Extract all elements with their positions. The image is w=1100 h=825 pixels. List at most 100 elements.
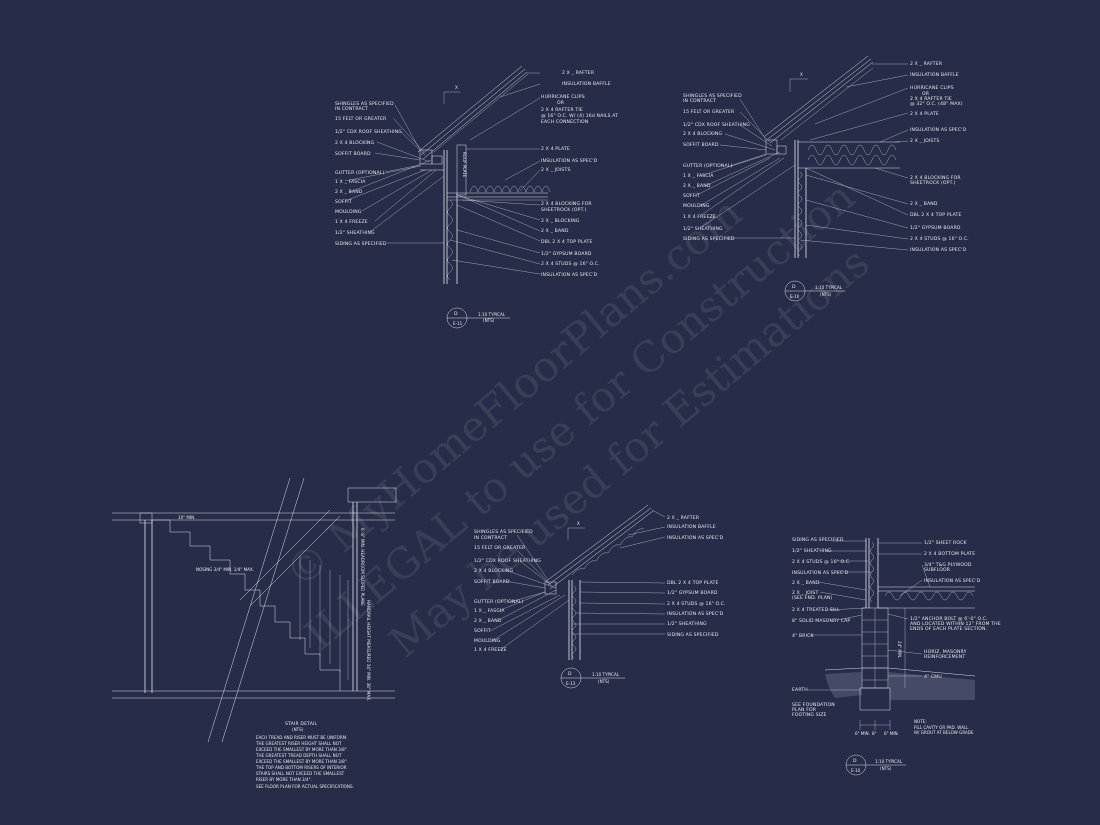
label: IN CONTRACT — [335, 106, 368, 112]
svg-text:2 X 4 BLOCKING: 2 X 4 BLOCKING — [683, 131, 722, 137]
svg-text:SOFFIT: SOFFIT — [683, 193, 700, 199]
labels-right: 1/2" SHEET ROCK 2 X 4 BOTTOM PLATE 3/4" … — [910, 540, 1001, 680]
detail-eave-top-right: X SHINGLES AS SPECIFIED IN CONTRACT 15 F… — [683, 55, 969, 302]
svg-text:2 X _ BAND: 2 X _ BAND — [474, 618, 502, 624]
svg-text:THE GREATEST RISER HEIGHT SHAL: THE GREATEST RISER HEIGHT SHALL NOT — [255, 741, 342, 746]
foundation-note: NOTE: FILL CAVITY OR PAD. WALL W/ GROUT … — [914, 719, 974, 735]
label: 1/2" GYPSUM BOARD — [541, 251, 592, 257]
svg-text:INSULATION AS SPEC'D: INSULATION AS SPEC'D — [792, 570, 849, 576]
svg-text:(SEE FND. PLAN): (SEE FND. PLAN) — [792, 595, 833, 601]
svg-text:1/2" CDX ROOF SHEATHING: 1/2" CDX ROOF SHEATHING — [683, 122, 750, 128]
label: 2 X _ BAND — [541, 228, 569, 234]
svg-text:INSULATION BAFFLE: INSULATION BAFFLE — [910, 72, 959, 78]
headroom-dim: 6'-8" MIN. HEADROOM SLOPED PLANE — [360, 528, 365, 606]
svg-text:E-13: E-13 — [566, 681, 576, 686]
svg-text:4" BRICK: 4" BRICK — [792, 633, 814, 639]
svg-text:MOULDING: MOULDING — [683, 203, 710, 209]
svg-text:2 X _ BAND: 2 X _ BAND — [910, 201, 938, 207]
svg-text:HORIZ. MASONRY: HORIZ. MASONRY — [924, 649, 967, 655]
detail-callout: D E-10 1:10 TYPICAL (NTS) — [845, 754, 906, 776]
svg-text:1/2" SHEATHING: 1/2" SHEATHING — [667, 621, 707, 627]
svg-text:1/2" CDX ROOF SHEATHING: 1/2" CDX ROOF SHEATHING — [474, 558, 541, 564]
svg-text:1 X _ FASCIA: 1 X _ FASCIA — [474, 608, 505, 614]
label: 15 FELT OR GREATER — [335, 116, 387, 122]
svg-text:E-11: E-11 — [453, 321, 463, 326]
svg-text:SHINGLES AS SPECIFIED: SHINGLES AS SPECIFIED — [474, 529, 533, 535]
label: 2 X 4 RAFTER TIE — [541, 107, 583, 113]
detail-eave-bottom-middle: X SHINGLES AS SPECIFIED IN CONTRACT 15 F… — [474, 504, 726, 689]
svg-text:DBL 2 X 4 TOP PLATE: DBL 2 X 4 TOP PLATE — [667, 580, 719, 586]
svg-text:1/2" GYPSUM BOARD: 1/2" GYPSUM BOARD — [910, 225, 961, 231]
svg-text:2 X 4 TREATED SILL: 2 X 4 TREATED SILL — [792, 607, 840, 613]
label: 2 X _ RAFTER — [562, 70, 595, 76]
svg-text:INSULATION AS SPEC'D: INSULATION AS SPEC'D — [910, 127, 967, 133]
svg-text:2 X _ RAFTER: 2 X _ RAFTER — [667, 515, 700, 521]
svg-text:NOTE:: NOTE: — [914, 719, 927, 724]
svg-text:15 FELT OR GREATER: 15 FELT OR GREATER — [683, 109, 735, 115]
svg-text:AND LOCATED WITHIN 12" FROM TH: AND LOCATED WITHIN 12" FROM THE — [910, 621, 1001, 627]
labels-right: 2 X _ RAFTER INSULATION BAFFLE HURRICANE… — [541, 70, 618, 278]
label: SHEETROCK (OPT.) — [541, 207, 587, 213]
label: DBL 2 X 4 TOP PLATE — [541, 239, 593, 245]
svg-text:GUTTER (OPTIONAL): GUTTER (OPTIONAL) — [683, 163, 733, 169]
svg-text:ENDS OF EACH PLATE SECTION.: ENDS OF EACH PLATE SECTION. — [910, 626, 987, 632]
slope-mark: X — [800, 72, 803, 77]
svg-text:SEE FLOOR PLAN FOR ACTUAL SPEC: SEE FLOOR PLAN FOR ACTUAL SPECIFICATIONS… — [256, 784, 354, 789]
svg-text:SIDING AS SPECIFIED: SIDING AS SPECIFIED — [667, 632, 719, 638]
svg-text:ROOF PLATE: ROOF PLATE — [462, 152, 467, 178]
svg-text:INSULATION AS SPEC'D: INSULATION AS SPEC'D — [667, 611, 724, 617]
label: GUTTER (OPTIONAL) — [335, 170, 385, 176]
svg-text:INSULATION AS SPEC'D: INSULATION AS SPEC'D — [667, 535, 724, 541]
svg-text:(NTS): (NTS) — [598, 679, 610, 684]
svg-text:SUBFLOOR: SUBFLOOR — [924, 567, 951, 573]
label: 1/2" CDX ROOF SHEATHING — [335, 129, 402, 135]
svg-text:1 X _ FASCIA: 1 X _ FASCIA — [683, 173, 714, 179]
height-dim: 24" MIN. — [897, 641, 902, 659]
detail-foundation-bottom-right: 6" MIN. 8" 6" MIN. 24" MIN. SIDING AS SP… — [792, 537, 1001, 776]
svg-text:3/4" T&G PLYWOOD: 3/4" T&G PLYWOOD — [924, 562, 972, 568]
svg-text:2 X 4 BLOCKING FOR: 2 X 4 BLOCKING FOR — [910, 175, 961, 181]
label: 1 X 4 FREEZE — [335, 219, 368, 225]
svg-text:INSULATION AS SPEC'D: INSULATION AS SPEC'D — [924, 578, 981, 584]
svg-text:THE TOP AND BOTTOM RISERS OF I: THE TOP AND BOTTOM RISERS OF INTERIOR — [255, 765, 347, 770]
detail-callout: D E-10 1:10 TYPICAL (NTS) — [784, 280, 845, 302]
label: SHINGLES AS SPECIFIED — [335, 101, 394, 107]
handrail-dim: HANDRAIL HEIGHT MEASURED 34" MIN. 38" MA… — [366, 600, 371, 701]
labels-right: 2 X _ RAFTER INSULATION BAFFLE INSULATIO… — [667, 515, 726, 638]
svg-text:2 X _ BAND: 2 X _ BAND — [683, 183, 711, 189]
svg-text:D: D — [853, 758, 857, 764]
detail-eave-top-left: ROOF PLATE X SHINGLES AS SPECIFIED IN CO… — [335, 65, 618, 329]
svg-text:D: D — [792, 284, 796, 290]
svg-text:PLAN FOR: PLAN FOR — [792, 707, 817, 713]
svg-text:1:10 TYPICAL: 1:10 TYPICAL — [478, 312, 506, 317]
svg-text:8" SOLID MASONRY CAP: 8" SOLID MASONRY CAP — [792, 618, 850, 624]
footing-dim: 6" MIN. — [855, 731, 870, 736]
detail-callout: D E-11 1:10 TYPICAL (NTS) — [446, 307, 510, 329]
svg-text:1/2" GYPSUM BOARD: 1/2" GYPSUM BOARD — [667, 590, 718, 596]
label: 2 X 4 STUDS @ 16" O.C. — [541, 261, 600, 267]
svg-text:OR: OR — [922, 91, 930, 97]
label: 2 X 4 PLATE — [541, 146, 570, 152]
svg-text:STAIRS SHALL NOT EXCEED THE SM: STAIRS SHALL NOT EXCEED THE SMALLEST — [256, 771, 345, 776]
labels-left: SHINGLES AS SPECIFIED IN CONTRACT 15 FEL… — [683, 93, 750, 242]
svg-text:SHEETROCK (OPT.): SHEETROCK (OPT.) — [910, 180, 956, 186]
svg-text:DBL 2 X 4 TOP PLATE: DBL 2 X 4 TOP PLATE — [910, 212, 962, 218]
svg-text:2 X 4 RAFTER TIE: 2 X 4 RAFTER TIE — [910, 96, 952, 102]
svg-text:D: D — [568, 671, 572, 677]
svg-text:4" CMU: 4" CMU — [924, 674, 942, 680]
nosing-dim: NOSING 3/4" MIN. 1/4" MAX. — [196, 567, 254, 572]
label: @ 16" O.C. W/ (4) 16d NAILS AT — [541, 113, 618, 119]
svg-text:2 X 4 BOTTOM PLATE: 2 X 4 BOTTOM PLATE — [924, 551, 975, 557]
label: INSULATION AS SPEC'D — [541, 272, 598, 278]
svg-text:1 X 4 FREEZE: 1 X 4 FREEZE — [474, 647, 507, 653]
svg-text:FILL CAVITY OR PAD. WALL: FILL CAVITY OR PAD. WALL — [914, 725, 969, 730]
label: 1 X _ FASCIA — [335, 179, 366, 185]
svg-text:1/2" SHEET ROCK: 1/2" SHEET ROCK — [924, 540, 968, 546]
labels-left: SIDING AS SPECIFIED 1/2" SHEATHING 2 X 4… — [792, 537, 851, 718]
svg-text:1/2" SHEATHING: 1/2" SHEATHING — [792, 548, 832, 554]
svg-text:2 X _ BAND: 2 X _ BAND — [792, 580, 820, 586]
svg-text:HURRICANE CLIPS: HURRICANE CLIPS — [910, 85, 954, 91]
label: OR — [557, 100, 565, 106]
svg-text:SIDING AS SPECIFIED: SIDING AS SPECIFIED — [792, 537, 844, 543]
svg-text:1 X 4 FREEZE: 1 X 4 FREEZE — [683, 214, 716, 220]
